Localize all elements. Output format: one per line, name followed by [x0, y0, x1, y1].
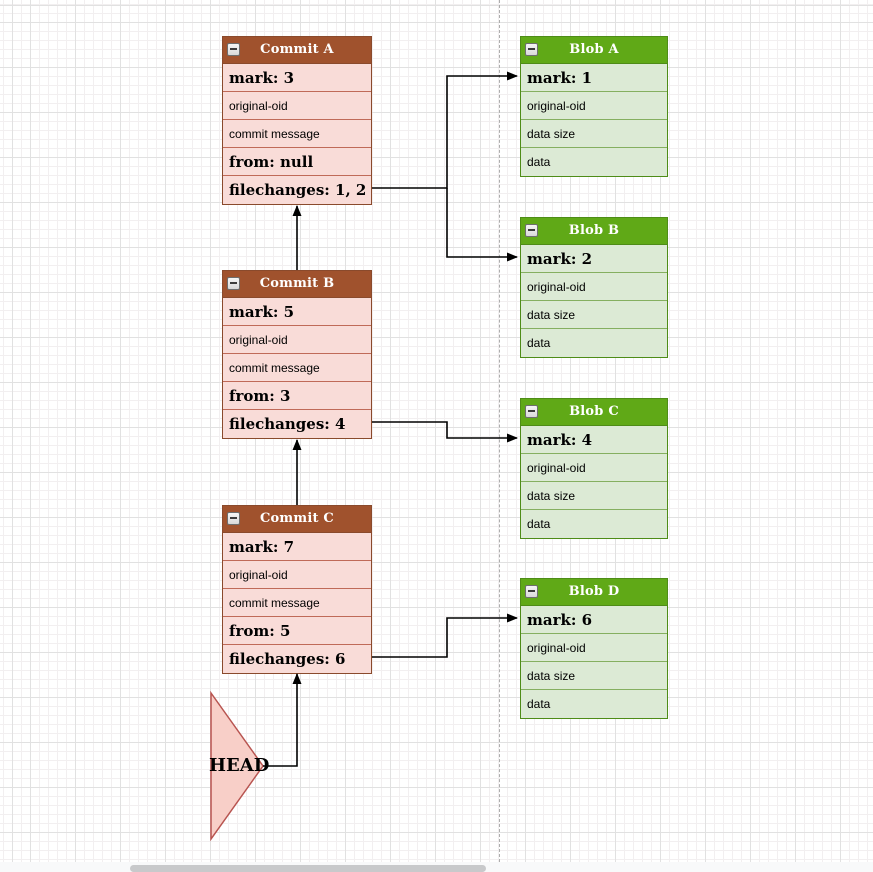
blob-d-node[interactable]: Blob D mark: 6 original-oid data size da… [520, 578, 668, 719]
blob-c-row-mark[interactable]: mark: 4 [521, 426, 667, 454]
blob-b-node[interactable]: Blob B mark: 2 original-oid data size da… [520, 217, 668, 358]
blob-a-row-data[interactable]: data [521, 148, 667, 176]
collapse-icon[interactable] [525, 43, 538, 56]
commit-a-title: Commit A [260, 42, 334, 57]
blob-a-row-data-size[interactable]: data size [521, 120, 667, 148]
collapse-icon[interactable] [227, 512, 240, 525]
blob-d-row-mark[interactable]: mark: 6 [521, 606, 667, 634]
edge-commit-b-to-blob-c[interactable] [372, 421, 518, 443]
blob-c-row-data[interactable]: data [521, 510, 667, 538]
horizontal-scrollbar[interactable] [130, 865, 486, 872]
commit-a-row-original-oid[interactable]: original-oid [223, 92, 371, 120]
collapse-icon[interactable] [227, 43, 240, 56]
blob-a-title: Blob A [569, 42, 619, 57]
blob-c-row-data-size[interactable]: data size [521, 482, 667, 510]
edge-commit-a-to-blob-a[interactable] [372, 71, 518, 189]
commit-b-row-from[interactable]: from: 3 [223, 382, 371, 410]
commit-a-row-mark[interactable]: mark: 3 [223, 64, 371, 92]
edge-head-to-commit-c[interactable] [263, 673, 302, 767]
blob-d-title: Blob D [568, 584, 620, 599]
blob-b-row-mark[interactable]: mark: 2 [521, 245, 667, 273]
blob-d-row-data[interactable]: data [521, 690, 667, 718]
blob-a-header[interactable]: Blob A [521, 37, 667, 64]
collapse-icon[interactable] [525, 585, 538, 598]
commit-a-row-filechanges[interactable]: filechanges: 1, 2 [223, 176, 371, 204]
commit-a-row-message[interactable]: commit message [223, 120, 371, 148]
commit-b-header[interactable]: Commit B [223, 271, 371, 298]
commit-a-node[interactable]: Commit A mark: 3 original-oid commit mes… [222, 36, 372, 205]
blob-b-title: Blob B [568, 223, 620, 238]
blob-d-row-original-oid[interactable]: original-oid [521, 634, 667, 662]
collapse-icon[interactable] [227, 277, 240, 290]
commit-c-row-original-oid[interactable]: original-oid [223, 561, 371, 589]
collapse-icon[interactable] [525, 224, 538, 237]
blob-d-row-data-size[interactable]: data size [521, 662, 667, 690]
commit-b-row-message[interactable]: commit message [223, 354, 371, 382]
commit-c-row-from[interactable]: from: 5 [223, 617, 371, 645]
collapse-icon[interactable] [525, 405, 538, 418]
edge-commit-a-to-blob-b[interactable] [446, 188, 518, 262]
edge-commit-c-to-blob-d[interactable] [372, 613, 518, 658]
commit-b-row-filechanges[interactable]: filechanges: 4 [223, 410, 371, 438]
blob-a-node[interactable]: Blob A mark: 1 original-oid data size da… [520, 36, 668, 177]
blob-a-row-mark[interactable]: mark: 1 [521, 64, 667, 92]
blob-d-header[interactable]: Blob D [521, 579, 667, 606]
blob-b-row-data[interactable]: data [521, 329, 667, 357]
blob-c-header[interactable]: Blob C [521, 399, 667, 426]
blob-c-title: Blob C [569, 404, 619, 419]
commit-b-row-mark[interactable]: mark: 5 [223, 298, 371, 326]
blob-a-row-original-oid[interactable]: original-oid [521, 92, 667, 120]
page-boundary-divider [499, 0, 500, 862]
blob-b-header[interactable]: Blob B [521, 218, 667, 245]
commit-c-row-mark[interactable]: mark: 7 [223, 533, 371, 561]
blob-b-row-original-oid[interactable]: original-oid [521, 273, 667, 301]
commit-c-header[interactable]: Commit C [223, 506, 371, 533]
commit-b-title: Commit B [259, 276, 335, 291]
commit-b-row-original-oid[interactable]: original-oid [223, 326, 371, 354]
commit-c-title: Commit C [260, 511, 334, 526]
commit-b-node[interactable]: Commit B mark: 5 original-oid commit mes… [222, 270, 372, 439]
blob-c-row-original-oid[interactable]: original-oid [521, 454, 667, 482]
commit-c-row-filechanges[interactable]: filechanges: 6 [223, 645, 371, 673]
blob-c-node[interactable]: Blob C mark: 4 original-oid data size da… [520, 398, 668, 539]
head-label[interactable]: HEAD [209, 755, 270, 776]
commit-c-row-message[interactable]: commit message [223, 589, 371, 617]
commit-a-row-from[interactable]: from: null [223, 148, 371, 176]
commit-c-node[interactable]: Commit C mark: 7 original-oid commit mes… [222, 505, 372, 674]
commit-a-header[interactable]: Commit A [223, 37, 371, 64]
blob-b-row-data-size[interactable]: data size [521, 301, 667, 329]
